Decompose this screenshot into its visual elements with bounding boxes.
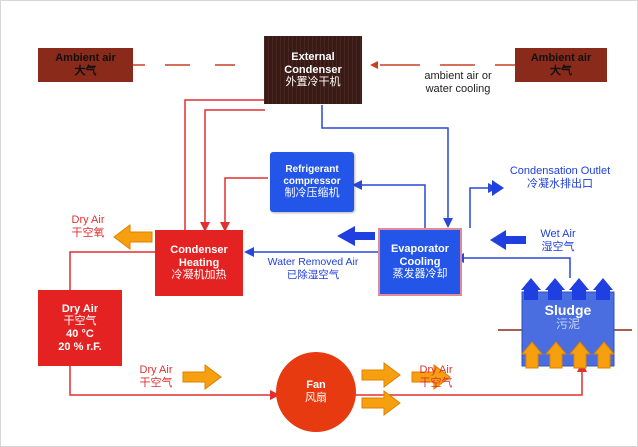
compressor-to-condenser-line: [224, 177, 268, 230]
sludge-orange-arrow-2: [544, 341, 568, 369]
sludge-en: Sludge: [544, 302, 592, 318]
orange-arrow-fan-out-1: [361, 362, 401, 388]
evaporator-line2: Cooling: [399, 255, 441, 268]
condenser-heating-line2: Heating: [178, 256, 220, 269]
sludge-cn: 污泥: [555, 317, 580, 332]
ambient-right-arrowhead: [370, 61, 378, 69]
evaporator-line1: Evaporator: [390, 243, 450, 256]
dry-air-box-temperature: 40 °C: [66, 328, 94, 340]
sludge-up-arrow-1: [521, 278, 541, 300]
condenser-heating-line1: Condenser: [170, 244, 228, 257]
fan-label: Fan: [306, 379, 326, 392]
compressor-line3: 制冷压缩机: [284, 187, 340, 200]
dry-air-top-en: Dry Air: [71, 214, 105, 226]
dry-air-bottom-right-cn: 干空气: [419, 377, 453, 390]
blue-arrow-water-removed: [337, 226, 375, 246]
arrowhead-to-compressor: [352, 180, 362, 190]
refrigerant-compressor-box: Refrigerant compressor 制冷压缩机: [270, 152, 354, 212]
dry-air-up-line: [69, 251, 155, 290]
ambient-air-right-cn: 大气: [550, 65, 572, 77]
sludge-label: Sludge 污泥: [520, 302, 616, 332]
sludge-orange-arrow-3: [568, 341, 592, 369]
evaporator-cooling-box: Evaporator Cooling 蒸发器冷却: [378, 228, 462, 296]
compressor-line2: compressor: [283, 175, 341, 187]
ambient-air-left-box: Ambient air 大气: [38, 48, 133, 82]
dry-air-bottom-right-en: Dry Air: [419, 364, 453, 376]
external-to-evaporator-line: [321, 105, 449, 225]
wet-air-cn: 湿空气: [541, 241, 575, 254]
ambient-cooling-note-line2: water cooling: [425, 83, 491, 96]
blue-arrow-wet-air: [490, 230, 526, 250]
dry-air-box: Dry Air 干空气 40 °C 20 % r.F.: [38, 290, 122, 366]
condensation-outlet-label: Condensation Outlet 冷凝水排出口: [496, 165, 624, 191]
wet-air-en: Wet Air: [540, 228, 576, 240]
ambient-air-right-label: Ambient air: [530, 52, 592, 65]
water-removed-air-arrowhead: [244, 247, 254, 257]
water-removed-air-cn: 已除湿空气: [286, 268, 340, 281]
external-condenser-line1: External: [291, 51, 335, 64]
ambient-air-left-label: Ambient air: [55, 52, 116, 65]
arrowhead-to-condenser: [200, 222, 210, 232]
dry-air-to-fan-arrowhead: [270, 390, 280, 400]
dry-air-bottom-left-en: Dry Air: [139, 364, 173, 376]
evaporator-line3: 蒸发器冷却: [392, 268, 448, 281]
fan-label-cn: 风扇: [305, 392, 327, 404]
dry-air-bottom-left-cn: 干空气: [139, 377, 173, 390]
blue-arrow-condensate: [492, 180, 504, 196]
dry-air-down-line: [69, 365, 275, 396]
evaporator-to-compressor-line: [355, 184, 426, 228]
sludge-block: Sludge 污泥: [520, 278, 616, 370]
dry-air-bottom-left-label: Dry Air 干空气: [128, 364, 184, 390]
orange-arrow-dry-air-top: [113, 224, 153, 250]
dry-air-box-humidity: 20 % r.F.: [58, 340, 102, 353]
sludge-orange-arrow-4: [592, 341, 616, 369]
arrowhead-compressor-to-condenser: [220, 222, 230, 232]
orange-arrow-fan-out-2: [361, 390, 401, 416]
fan-circle: Fan 风扇: [276, 352, 356, 432]
dry-air-box-line1: Dry Air: [61, 302, 99, 315]
sludge-orange-arrow-1: [520, 341, 544, 369]
ambient-cooling-note-line1: ambient air or: [424, 70, 492, 82]
hot-refrigerant-line: [184, 99, 265, 230]
sludge-graphic: [520, 278, 616, 369]
water-removed-air-label: Water Removed Air 已除湿空气: [258, 256, 368, 281]
ambient-air-right-box: Ambient air 大气: [515, 48, 607, 82]
orange-arrow-dry-air-bottom-right: [411, 364, 451, 390]
dry-air-top-cn: 干空氧: [71, 227, 105, 240]
water-removed-air-en: Water Removed Air: [267, 256, 359, 268]
dry-air-box-line2: 干空气: [63, 315, 97, 328]
compressor-line1: Refrigerant: [285, 164, 339, 176]
ambient-cooling-note: ambient air or water cooling: [408, 70, 508, 96]
dry-air-bottom-right-label: Dry Air 干空气: [408, 364, 464, 390]
dry-air-top-label: Dry Air 干空氧: [60, 214, 116, 240]
fan-to-sludge-line: [355, 368, 583, 396]
condensate-line: [469, 187, 490, 228]
external-condenser-line2: Condenser: [284, 63, 342, 76]
sludge-up-arrow-4: [593, 278, 613, 300]
condensation-outlet-cn: 冷凝水排出口: [527, 178, 593, 191]
external-condenser-line3: 外置冷干机: [285, 76, 341, 89]
external-condenser-box: External Condenser 外置冷干机: [264, 36, 362, 104]
wet-air-line: [462, 257, 571, 278]
condenser-heating-box: Condenser Heating 冷凝机加热: [155, 230, 243, 296]
orange-arrow-dry-air-bottom-left: [182, 364, 222, 390]
condenser-heating-line3: 冷凝机加热: [171, 269, 227, 282]
arrowhead-to-evaporator: [443, 218, 453, 228]
condensation-outlet-en: Condensation Outlet: [509, 165, 611, 177]
ambient-air-left-cn: 大气: [74, 65, 97, 77]
wet-air-label: Wet Air 湿空气: [528, 228, 588, 254]
return-line-to-condenser: [204, 109, 265, 230]
sludge-up-arrow-2: [545, 278, 565, 300]
sludge-up-arrow-3: [569, 278, 589, 300]
